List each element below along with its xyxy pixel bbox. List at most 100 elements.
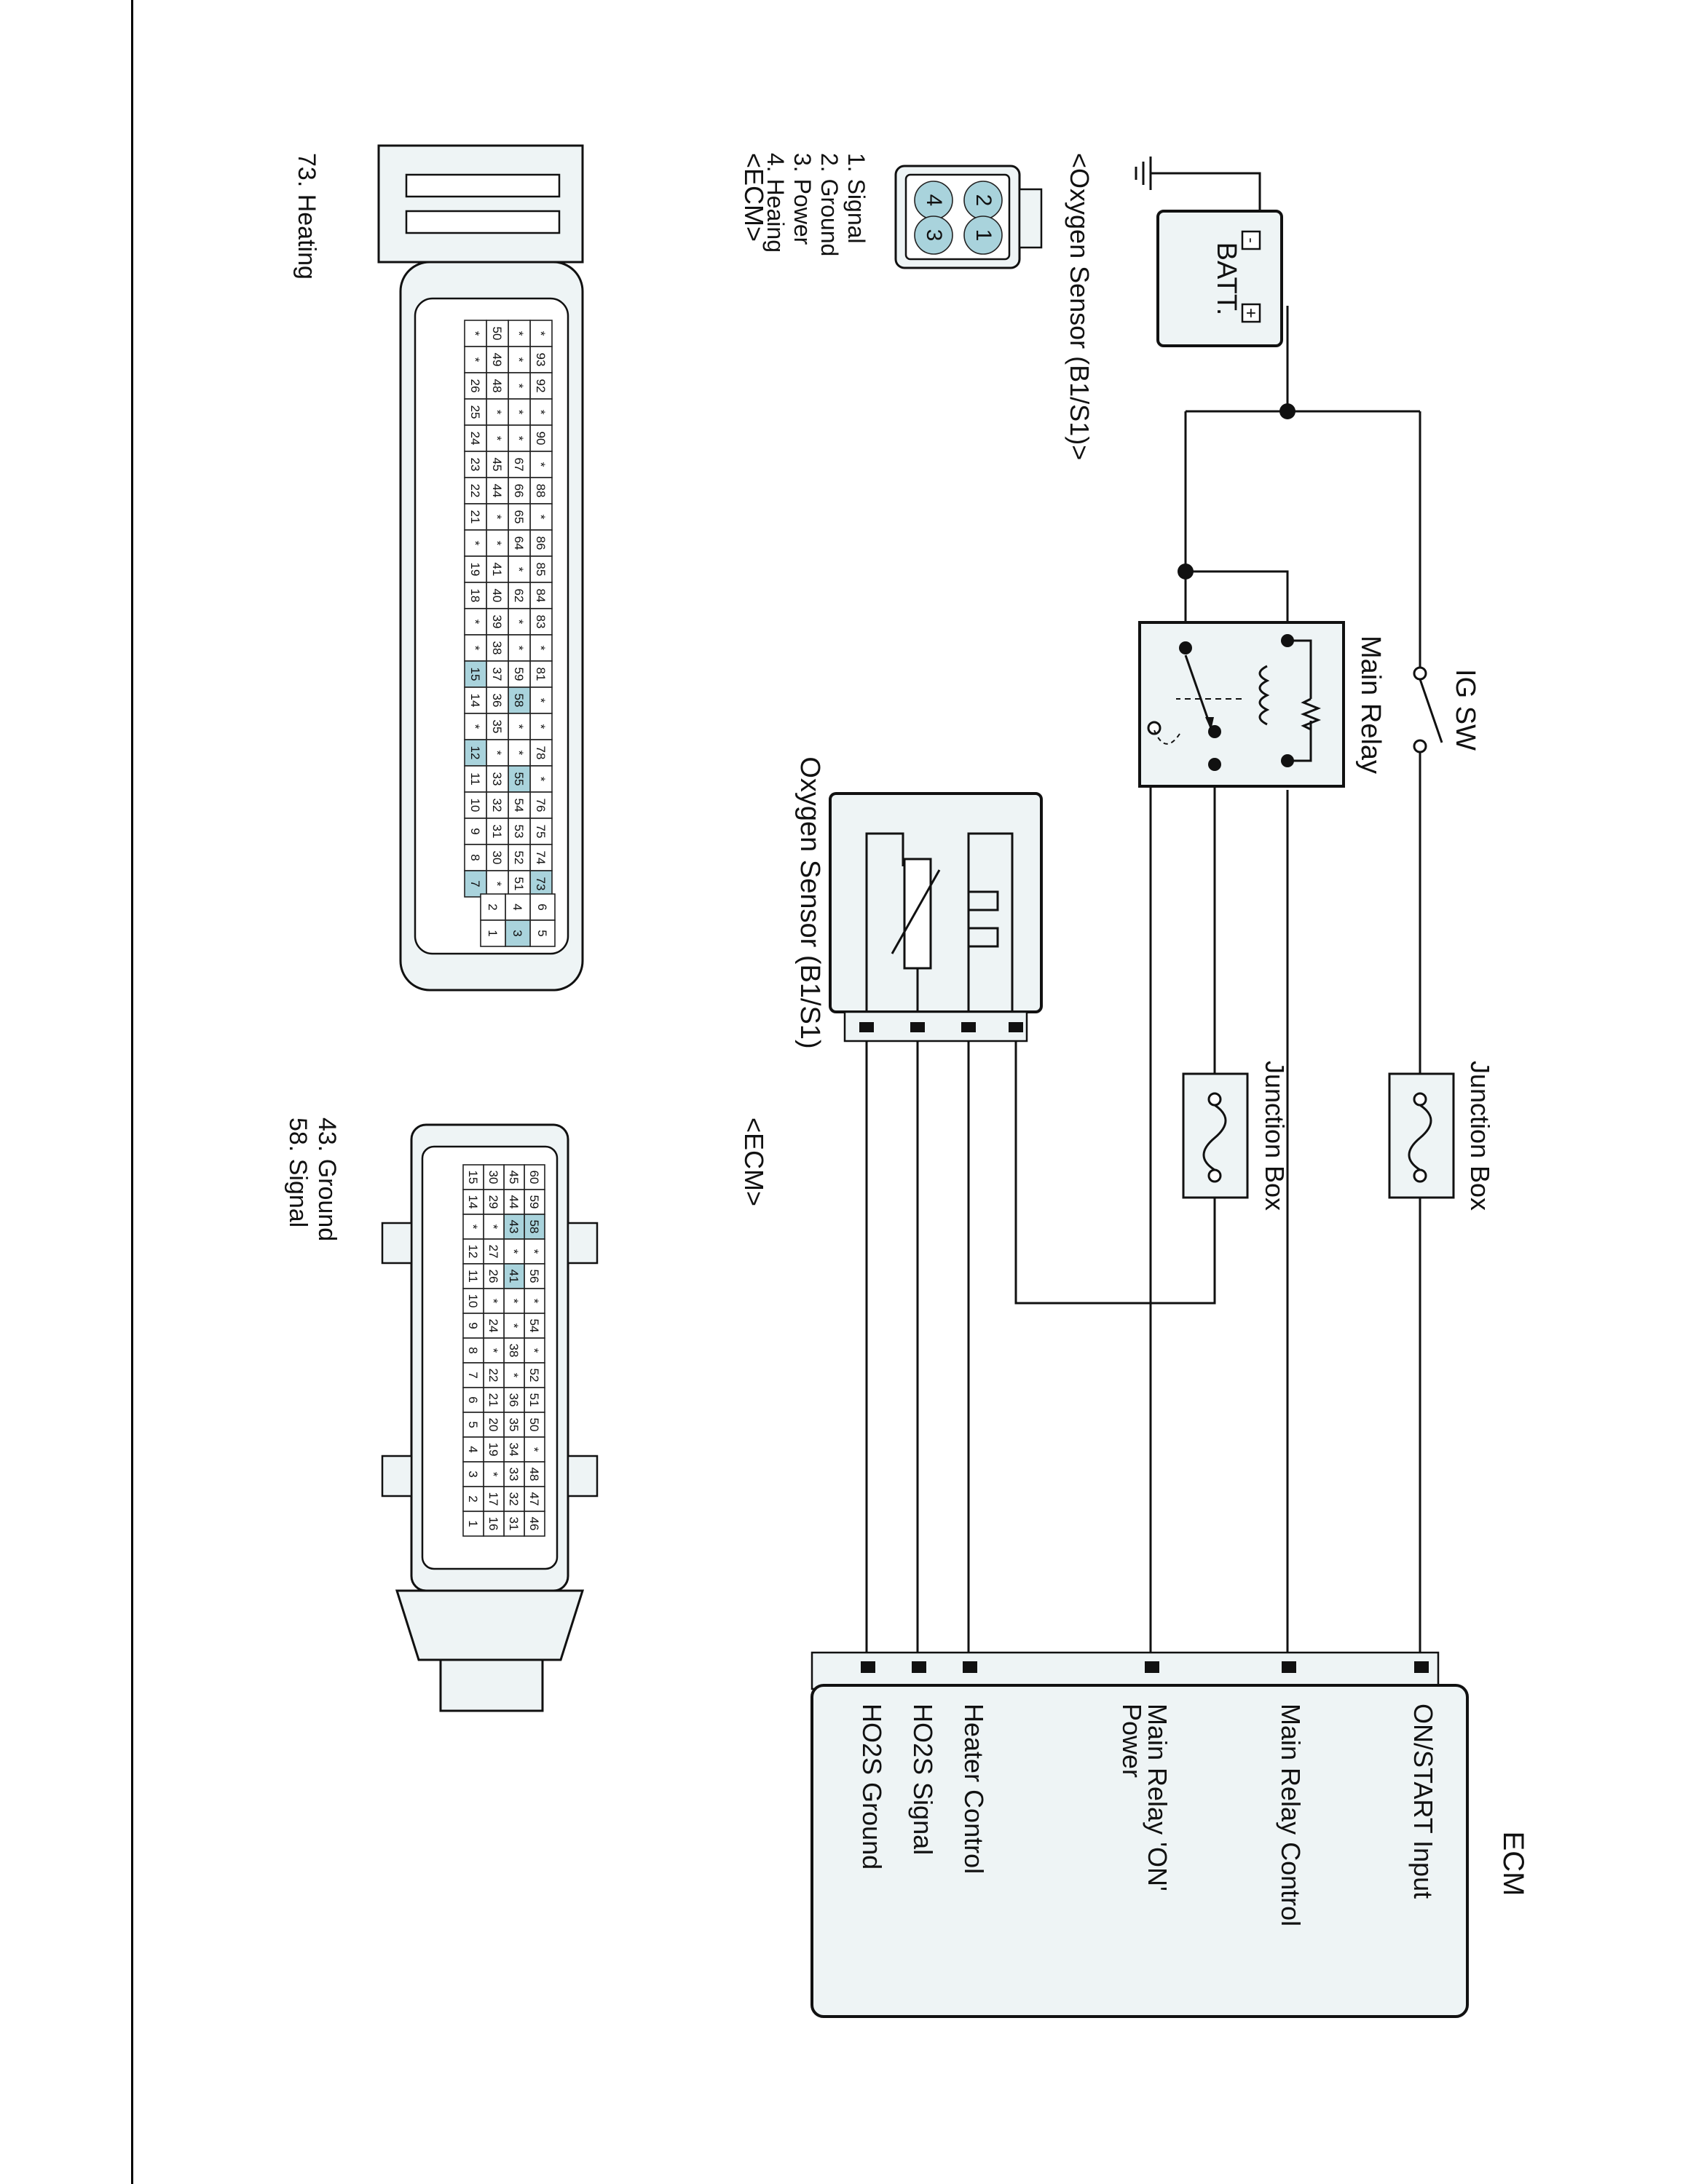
pin-cell [462,1164,484,1190]
pin-label: * [490,436,504,441]
pin-label: 33 [507,1468,521,1481]
pin-label: 47 [527,1492,541,1506]
pin-cell [529,791,553,819]
pin-label: * [468,357,482,363]
pin-cell [508,739,531,767]
pin-label: * [534,777,548,782]
ecm-connector-b-legend-2: 58. Signal [284,1117,312,1227]
pin-cell [529,424,553,452]
pin-label: 11 [466,1270,480,1283]
pin-label: 38 [507,1344,521,1358]
pin-label: 90 [534,432,548,446]
pin-label: 14 [466,1195,480,1209]
pin-label: 24 [486,1319,500,1333]
o2-legend-1: 1. Signal [843,153,869,244]
pin-label: * [534,646,548,651]
pin-cell [462,1263,484,1289]
pin-cell [464,477,487,505]
oxygen-sensor-housing [829,792,1043,1013]
relay-coil [1258,665,1270,726]
pin-label: 59 [512,668,526,681]
pin-label: * [534,698,548,703]
pin-label: 1 [466,1520,480,1527]
main-relay-label: Main Relay [1355,636,1386,774]
pin-label: 50 [490,327,504,341]
pin-label: * [534,410,548,415]
o2-pin-1 [963,215,1003,255]
pin-cell [464,844,487,871]
pin-label: 31 [490,825,504,839]
pin-label: 39 [490,615,504,629]
pin-cell [486,503,509,531]
junction-box-1-label: Junction Box [1465,1061,1495,1211]
pin-label: 67 [512,458,526,472]
o2-pin-3 [914,215,953,255]
pin-cell [503,1337,525,1364]
pin-label: 11 [468,772,482,786]
battery-node [1279,403,1295,419]
pin-label: * [527,1348,541,1353]
pin-label: * [527,1249,541,1254]
pin-label: * [490,541,504,546]
oxygen-sensor-label: Oxygen Sensor (B1/S1) [794,756,825,1048]
pin-label: * [486,1224,500,1230]
pin-cell [464,765,487,793]
pin-cell [483,1511,505,1537]
heater-power-wire [1014,1005,1216,1305]
pin-cell [486,372,509,400]
ecm-module: ECM ON/START Input Main Relay Control Ma… [811,1651,1529,2018]
pin-label: * [512,331,526,336]
ecm-connector-b-boot [395,1589,585,1661]
pin-label: 64 [512,537,526,550]
pin-label: * [490,515,504,520]
battery-plus-sign: + [1241,308,1261,318]
o2-legend-4: 4. Heaing [762,153,789,253]
pin-label: 16 [486,1517,500,1531]
pin-label: 30 [490,851,504,865]
pin-cell [462,1436,484,1463]
pin-label: 37 [490,668,504,681]
relay-feed-node [1178,563,1194,579]
oxygen-sensor-heater [903,858,932,970]
pin-label: 5 [466,1421,480,1428]
pin-label: 53 [512,825,526,839]
ecm-connector-a-plug [377,144,584,264]
pin-cell [483,1362,505,1388]
pin-cell [483,1164,505,1190]
pin-label: 65 [512,510,526,524]
oxygen-sensor-element [967,832,1014,1012]
pin-label: * [468,331,482,336]
pin-cell [464,660,487,688]
pin-label: * [527,1447,541,1452]
o2-pin-2-label: 2 [971,194,995,207]
pin-label: * [534,724,548,729]
pin-label: * [507,1373,521,1378]
pin-cell [503,1263,525,1289]
pin-cell [464,870,487,898]
battery-minus-sign: - [1242,237,1261,242]
pin-cell [486,346,509,373]
pin-label: 34 [507,1443,521,1457]
aux-pin-label: 6 [535,903,549,910]
pin-label: 86 [534,537,548,550]
oxygen-sensor: Oxygen Sensor (B1/S1) [794,756,1043,1049]
pin-label: 17 [486,1492,500,1506]
pin-cell [464,791,487,819]
pin-cell [503,1313,525,1339]
pin-label: 7 [466,1372,480,1378]
ecm-connector-b: <ECM> 605958*56*54*525150*484746454443*4… [284,1117,769,1712]
pin-label: * [490,882,504,887]
pin-label: * [468,724,482,729]
pin-label: 25 [468,405,482,419]
aux-pin-label: 4 [510,903,524,910]
relay-coil-feed-wire [1186,570,1289,626]
pin-label: 15 [466,1171,480,1184]
pin-label: 10 [466,1294,480,1308]
o2-legend-2: 2. Ground [816,153,843,256]
pin-label: 9 [466,1322,480,1329]
page-frame [131,0,1688,2184]
wiring-diagram: - + BATT. IG SW [284,144,1529,2018]
pin-label: 59 [527,1195,541,1209]
pin-label: 93 [534,353,548,367]
pin-label: 33 [490,772,504,786]
